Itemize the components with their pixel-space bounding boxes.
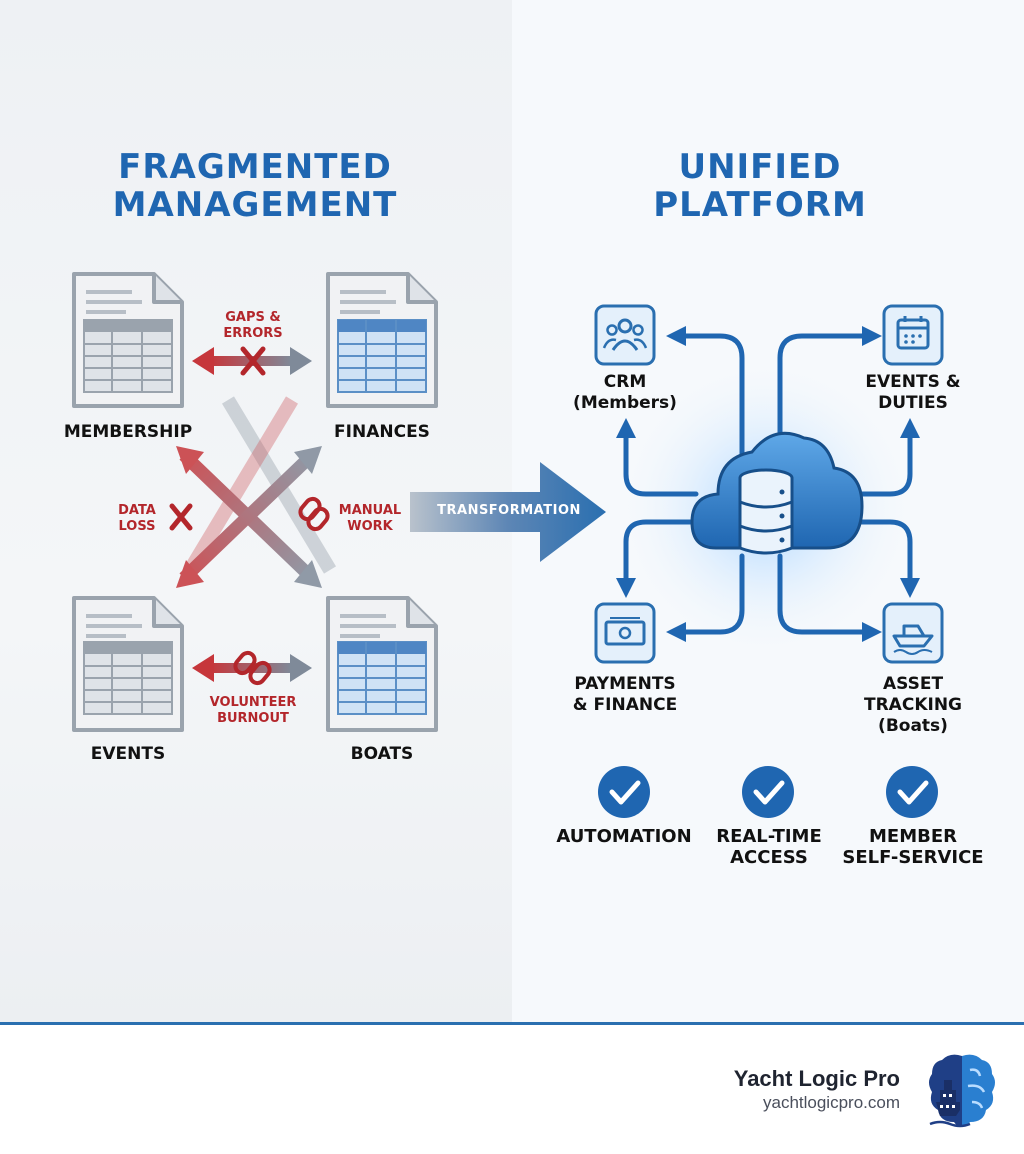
title-line: FRAGMENTED — [118, 147, 392, 187]
diagram-graphics — [72, 272, 944, 818]
label-line: BURNOUT — [217, 711, 289, 726]
label-line: MEMBER — [869, 826, 957, 847]
label-realtime-access: REAL-TIME ACCESS — [700, 826, 838, 868]
users-icon — [594, 304, 656, 366]
label-volunteer-burnout: VOLUNTEER BURNOUT — [193, 695, 313, 727]
label-line: EVENTS & — [865, 372, 961, 392]
check-circle-icon — [742, 766, 794, 818]
label-line: DUTIES — [878, 393, 948, 413]
label-manual-work: MANUAL WORK — [330, 503, 410, 535]
label-line: REAL-TIME — [716, 826, 822, 847]
check-circle-icon — [598, 766, 650, 818]
label-payments-finance: PAYMENTS & FINANCE — [554, 674, 696, 716]
title-line: PLATFORM — [653, 185, 867, 225]
title-unified: UNIFIED PLATFORM — [560, 148, 960, 224]
label-crm: CRM (Members) — [560, 372, 690, 414]
title-fragmented: FRAGMENTED MANAGEMENT — [60, 148, 450, 224]
money-icon — [594, 602, 656, 664]
label-line: SELF-SERVICE — [842, 847, 984, 868]
doc-events — [72, 596, 184, 732]
check-circle-icon — [886, 766, 938, 818]
spreadsheet-icon — [83, 319, 173, 393]
label-line: ERRORS — [223, 326, 283, 341]
label-line: CRM — [603, 372, 647, 392]
label-line: WORK — [347, 519, 393, 534]
label-line: DATA — [118, 503, 156, 518]
label-finances: FINANCES — [334, 422, 430, 442]
label-line: TRACKING — [864, 695, 962, 715]
spreadsheet-icon — [337, 641, 427, 715]
x-mark-icon — [169, 503, 193, 531]
cloud-database-icon — [690, 431, 864, 555]
brand-url[interactable]: yachtlogicpro.com — [762, 1093, 900, 1112]
label-boats: BOATS — [350, 744, 414, 764]
spreadsheet-icon — [83, 641, 173, 715]
footer — [0, 1025, 1024, 1154]
hub-connections — [616, 326, 920, 642]
label-line: VOLUNTEER — [209, 695, 297, 710]
title-line: UNIFIED — [678, 147, 842, 187]
label-line: GAPS & — [225, 310, 281, 325]
label-member-self-service: MEMBER SELF-SERVICE — [838, 826, 988, 868]
footer-divider — [0, 1022, 1024, 1025]
label-events-duties: EVENTS & DUTIES — [848, 372, 978, 414]
label-membership: MEMBERSHIP — [63, 422, 193, 442]
broken-link-icon — [233, 650, 272, 686]
boat-icon — [882, 602, 944, 664]
label-line: MANUAL — [338, 503, 402, 518]
cross-arrows — [176, 396, 337, 588]
label-line: PAYMENTS — [574, 674, 676, 694]
x-mark-icon — [240, 346, 266, 376]
title-line: MANAGEMENT — [112, 185, 398, 225]
calendar-icon — [882, 304, 944, 366]
label-line: ACCESS — [730, 847, 808, 868]
label-automation: AUTOMATION — [556, 826, 692, 847]
broken-link-icon — [298, 496, 330, 532]
label-events: EVENTS — [90, 744, 166, 764]
label-line: & FINANCE — [572, 695, 678, 715]
spreadsheet-icon — [337, 319, 427, 393]
brain-ship-logo — [929, 1054, 995, 1128]
transformation-label: TRANSFORMATION — [437, 503, 581, 518]
label-asset-tracking: ASSET TRACKING (Boats) — [848, 674, 978, 737]
doc-finances — [326, 272, 438, 408]
doc-membership — [72, 272, 184, 408]
transformation-arrow — [410, 462, 606, 562]
label-data-loss: DATA LOSS — [102, 503, 172, 535]
label-line: ASSET — [882, 674, 944, 694]
label-line: (Boats) — [878, 716, 948, 736]
brand-name: Yacht Logic Pro — [733, 1066, 900, 1091]
label-line: LOSS — [118, 519, 156, 534]
label-gaps-errors: GAPS & ERRORS — [203, 310, 303, 342]
doc-boats — [326, 596, 438, 732]
label-line: (Members) — [573, 393, 677, 413]
